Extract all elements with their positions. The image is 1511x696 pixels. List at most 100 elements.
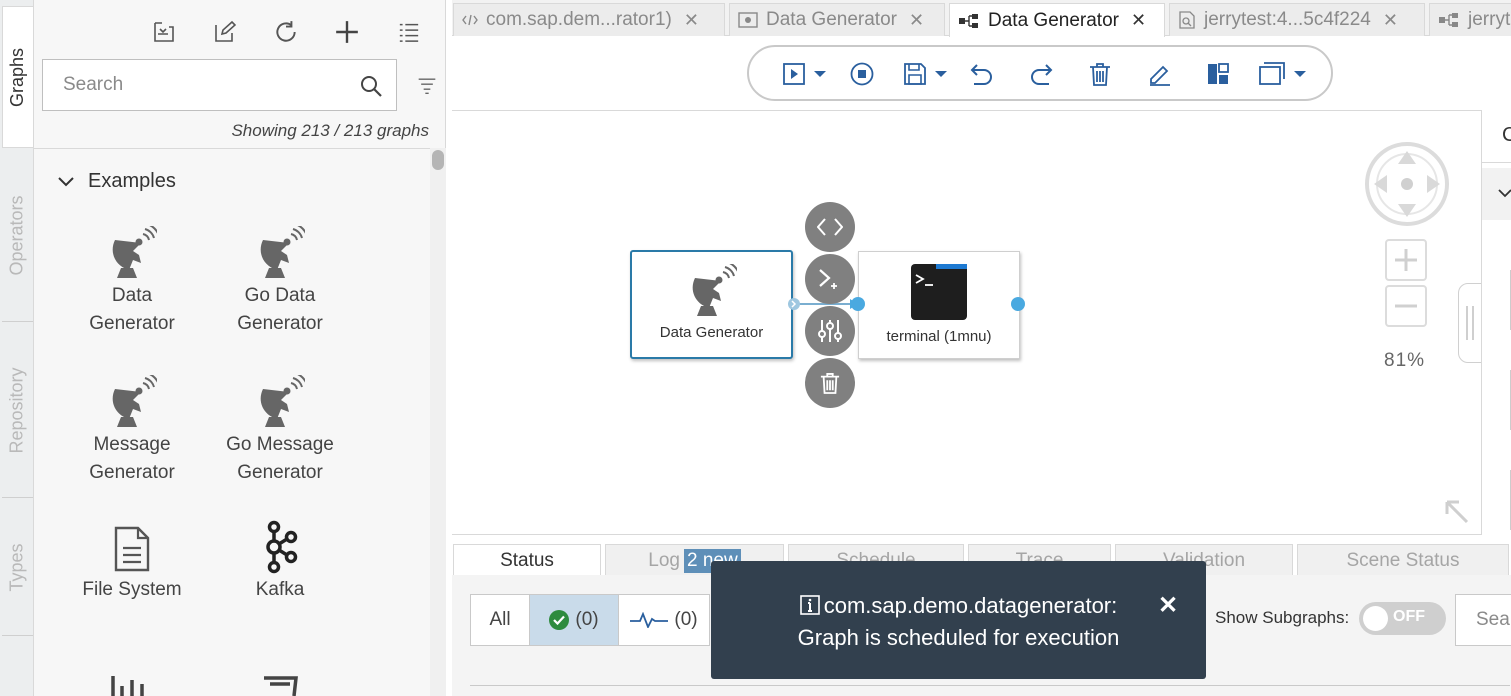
list-view-button[interactable] [394,17,424,47]
edit-graph-button[interactable] [209,17,239,47]
pan-control-icon[interactable] [1364,141,1450,227]
chevron-down-icon[interactable] [1498,188,1511,200]
close-icon[interactable]: ✕ [908,9,925,30]
panel-resize-handle[interactable] [1458,283,1482,363]
tab-operators[interactable]: Operators [2,150,33,322]
scrollbar-thumb[interactable] [432,150,444,170]
filter-count: (0) [674,609,698,630]
layout-icon [1208,63,1229,84]
delete-node-button[interactable] [805,358,855,408]
graph-canvas[interactable]: Data Generator terminal (1mnu) 81% [452,110,1482,535]
trash-icon [1090,63,1110,86]
layout-button[interactable] [1207,59,1229,89]
graph-item-data-generator[interactable]: Data Generator [57,222,207,338]
edit-icon [215,20,236,42]
run-button[interactable] [783,59,827,89]
stop-button[interactable] [850,59,874,89]
editor-tab-bar: com.sap.dem...rator1) ✕ Data Generator ✕… [452,0,1511,37]
graph-count: Showing 213 / 213 graphs [231,121,429,140]
search-input[interactable] [43,60,333,110]
tab-jerryt[interactable]: jerryt [1429,3,1511,36]
item-label-line2: Generator [237,462,323,483]
graph-item-go-message-generator[interactable]: Go Message Generator [205,371,355,487]
save-icon [904,63,926,85]
tab-status[interactable]: Status [453,544,601,576]
create-graph-button[interactable] [332,17,362,47]
status-filter: All (0) (0) [470,594,710,646]
tab-types[interactable]: Types [2,500,33,636]
satellite-dish-icon [112,226,157,278]
graph-item-message-generator[interactable]: Message Generator [57,371,207,487]
configuration-button[interactable] [805,306,855,356]
tab-types-label: Types [7,543,27,592]
search-icon[interactable] [359,74,383,98]
examples-section-header[interactable]: Examples [56,170,176,193]
filter-running[interactable]: (0) [619,595,709,645]
save-button[interactable] [904,59,948,89]
tab-repository[interactable]: Repository [2,324,33,498]
trash-icon [820,373,840,394]
panel-title-fragment: C [1502,124,1511,146]
plus-icon [1395,249,1417,271]
redo-button[interactable] [1029,59,1053,89]
divider [470,685,1510,686]
section-title: Examples [88,170,176,192]
tab-scene-status[interactable]: Scene Status [1297,544,1509,576]
filter-all[interactable]: All [471,595,530,645]
refresh-icon [276,21,296,42]
tab-label: jerrytest:4...5c4f224 [1204,9,1371,30]
tab-data-generator-monitor[interactable]: Data Generator ✕ [729,3,945,36]
status-search-input[interactable] [1456,595,1511,645]
check-circle-icon [549,610,570,630]
collapse-all-button[interactable] [149,17,179,47]
output-port[interactable] [1011,297,1025,311]
open-script-button[interactable] [805,202,855,252]
toggle-knob [1363,606,1388,631]
graph-item-file-system[interactable]: File System [57,516,207,604]
edit-button[interactable] [1148,59,1172,89]
undo-button[interactable] [970,59,994,89]
graph-item-kafka[interactable]: Kafka [205,516,355,604]
graph-item-partial[interactable] [205,676,355,696]
tab-com-sap-dem[interactable]: com.sap.dem...rator1) ✕ [453,3,725,36]
filter-button[interactable] [412,70,442,100]
filter-label: All [489,609,511,630]
group-button[interactable] [1259,59,1307,89]
show-subgraphs-toggle[interactable]: OFF [1359,602,1446,635]
status-search [1455,594,1511,646]
zoom-in-button[interactable] [1385,239,1427,281]
node-data-generator[interactable]: Data Generator [630,250,793,359]
minus-icon [1395,304,1417,308]
item-label-line1: Kafka [255,579,305,600]
filter-completed[interactable]: (0) [530,595,619,645]
close-icon[interactable]: ✕ [1382,9,1398,30]
graph-item-partial[interactable] [57,676,207,696]
satellite-dish-icon [112,375,157,427]
open-terminal-button[interactable] [805,254,855,304]
item-label-line1: File System [82,579,182,600]
redo-icon [1031,64,1053,85]
zoom-out-button[interactable] [1385,285,1427,327]
divider [34,148,446,149]
tab-graphs[interactable]: Graphs [2,6,33,148]
chevron-down-icon [58,176,74,186]
tab-label: Scene Status [1346,549,1460,571]
list-icon [399,23,419,42]
graph-icon [959,13,978,28]
fit-to-screen-icon[interactable] [1445,500,1469,524]
filter-count: (0) [575,609,599,630]
close-icon[interactable]: ✕ [1130,10,1147,30]
node-terminal[interactable]: terminal (1mnu) [858,251,1020,359]
close-icon[interactable]: ✕ [1158,592,1179,619]
graph-item-go-data-generator[interactable]: Go Data Generator [205,222,355,338]
delete-button[interactable] [1089,59,1111,89]
sliders-icon [818,320,842,342]
tab-label: Log [648,549,680,571]
tab-data-generator-graph[interactable]: Data Generator ✕ [949,3,1165,37]
close-icon[interactable]: ✕ [683,9,699,30]
input-port[interactable] [851,297,865,311]
tab-jerrytest[interactable]: jerrytest:4...5c4f224 ✕ [1169,3,1425,36]
scrollbar[interactable] [430,148,446,696]
refresh-button[interactable] [271,17,301,47]
